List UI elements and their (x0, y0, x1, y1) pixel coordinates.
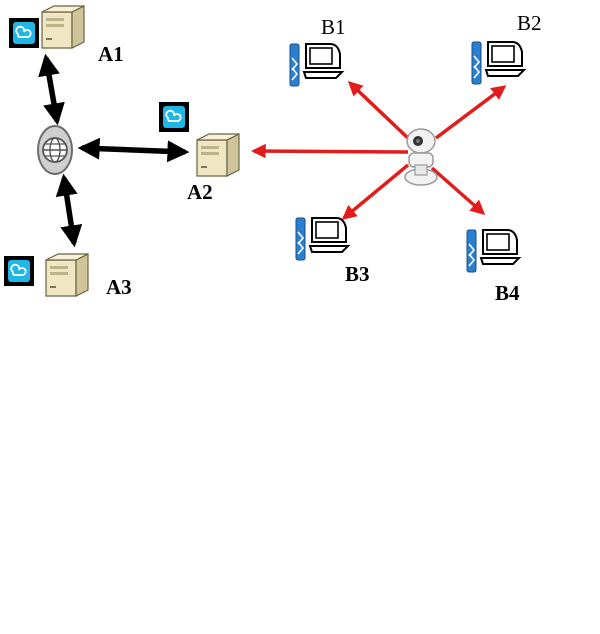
cloud-app-icon (158, 101, 190, 133)
label-a1: A1 (98, 42, 124, 66)
node-a1: A1 (8, 5, 124, 66)
link-camera-b3 (341, 163, 410, 220)
internet-globe-icon (37, 125, 73, 175)
link-camera-b2 (434, 85, 507, 140)
laptop-computer-icon (295, 217, 349, 261)
link-camera-b4 (430, 166, 486, 215)
label-a3: A3 (106, 275, 132, 299)
link-a1-globe (38, 53, 65, 126)
link-camera-a2 (251, 143, 409, 159)
link-globe-a2 (77, 137, 190, 163)
laptop-computer-icon (289, 43, 343, 87)
label-a2: A2 (187, 180, 213, 204)
server-computer-icon (196, 133, 240, 177)
node-b2: B2 (471, 11, 542, 85)
label-b4: B4 (495, 281, 520, 305)
cloud-app-icon (3, 255, 35, 287)
ip-camera-icon (404, 128, 438, 186)
laptop-computer-icon (466, 229, 520, 273)
node-b4: B4 (466, 229, 520, 305)
node-b3: B3 (295, 217, 370, 286)
label-b3: B3 (345, 262, 370, 286)
node-a2: A2 (158, 101, 240, 204)
server-computer-icon (45, 253, 89, 297)
label-b2: B2 (517, 11, 542, 35)
server-computer-icon (41, 5, 85, 49)
label-b1: B1 (321, 15, 346, 39)
cloud-app-icon (8, 17, 40, 49)
laptop-computer-icon (471, 41, 525, 85)
node-b1: B1 (289, 15, 346, 87)
link-globe-a3 (55, 173, 83, 248)
link-camera-b1 (347, 80, 412, 142)
node-a3: A3 (3, 253, 132, 299)
